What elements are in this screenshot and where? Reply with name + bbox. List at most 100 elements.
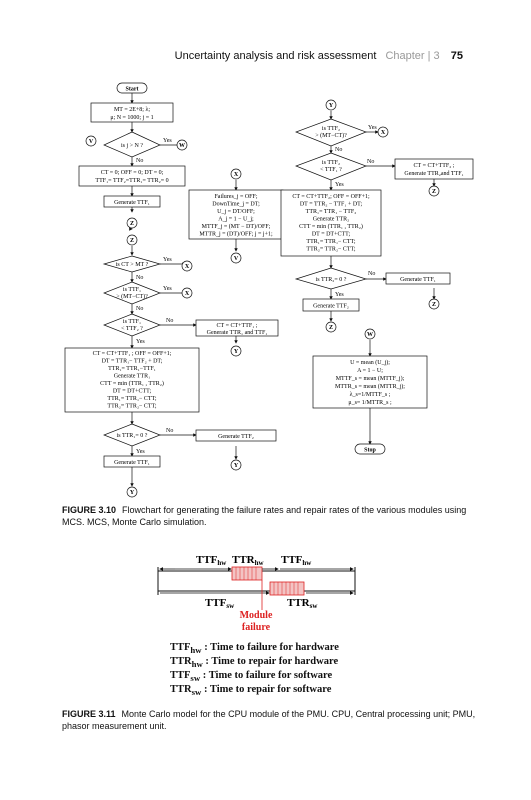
ttf-sw-label: TTFsw	[205, 597, 235, 610]
failure-stats-line: MTTR_j = (DT)/OFF; j = j+1;	[199, 231, 273, 238]
mid-update-l1: CT = CT+TTF₁ ;	[217, 323, 258, 329]
gen-ttf1-bottom-block	[103, 455, 161, 468]
caption-label: FIGURE 3.11	[62, 709, 116, 719]
yes-label: Yes	[335, 182, 344, 188]
module-failure-label: failure	[242, 622, 271, 633]
mid-update-block	[195, 319, 279, 337]
yes-label: Yes	[163, 138, 172, 144]
decision-ttf1-mtct-l2: > (MT−CT)?	[116, 293, 148, 300]
failure-stats-line: U_j = DT/OFF;	[217, 209, 255, 215]
left-update-block	[64, 347, 200, 413]
caption-text: Monte Carlo model for the CPU module of …	[62, 709, 476, 731]
decision-ttf2-mtct	[295, 118, 367, 147]
gen-ttf2-mid-label: Generate TTF₂	[218, 434, 254, 440]
gen-ttf1-block	[103, 195, 161, 208]
connector-x	[377, 126, 389, 138]
decision-ttf1-ttf2	[103, 313, 161, 337]
start-terminal	[116, 82, 148, 94]
init-block	[90, 102, 174, 123]
header-chapter: Chapter | 3	[385, 50, 440, 62]
decision-ct	[102, 255, 162, 273]
connector-w	[364, 328, 376, 340]
failure-stats-line: DownTime_j = DT;	[212, 202, 260, 208]
right-update-line: DT = DT+CTT;	[312, 232, 351, 238]
start-label: Start	[126, 87, 139, 93]
connector-y	[325, 99, 337, 111]
connector-v	[85, 135, 97, 147]
connector-label: X	[381, 130, 386, 136]
yes-label: Yes	[136, 339, 145, 345]
stop-label: Stop	[364, 448, 376, 454]
gen-ttf1-label: Generate TTF₁	[114, 200, 150, 206]
hw-repair-box	[231, 566, 263, 581]
legend-item: TTFhw : Time to failure for hardware	[170, 642, 339, 656]
left-update-line: TTR₂= TTR₂− CTT;	[107, 404, 157, 410]
decision-ttf1-ttf2-l2: < TTF₂ ?	[121, 326, 143, 332]
ttf-hw-label: TTFhw	[196, 554, 227, 567]
legend-item: TTFsw : Time to failure for software	[170, 670, 333, 684]
legend-item: TTRsw : Time to repair for software	[170, 684, 332, 698]
decision-j-label: is j > N ?	[121, 143, 143, 149]
decision-ttf2-mtct-l1: is TTF₂	[322, 126, 340, 132]
yes-label: Yes	[368, 125, 377, 131]
stop-terminal	[354, 443, 386, 455]
ttr-hw-label: TTRhw	[232, 554, 265, 567]
gen-ttf1-right-label: Generate TTF₁	[400, 277, 436, 283]
timeline-diagram: TTFhw TTRhw TTFhw TTFsw TTRsw Module fai…	[157, 554, 356, 633]
connector-z	[428, 185, 440, 197]
right-update-line: TTR₂= TTR₂− CTT;	[306, 247, 356, 253]
connector-y	[230, 345, 242, 357]
connector-label: Z	[432, 189, 436, 195]
gen-ttf2-right-label: Generate TTF₂	[313, 304, 349, 310]
decision-j	[103, 131, 161, 158]
decision-ttf2-ttf1-l1: is TTF₂	[322, 160, 340, 166]
connector-y	[126, 486, 138, 498]
connector-z	[126, 217, 138, 229]
connector-label: X	[185, 291, 190, 297]
caption-text: Flowchart for generating the failure rat…	[62, 505, 467, 527]
ttr-sw-label: TTRsw	[287, 597, 318, 610]
failure-stats-line: A_j = 1 − U_j;	[218, 217, 254, 223]
gen-ttf2-mid-block	[195, 429, 277, 442]
sw-repair-box	[269, 581, 305, 596]
connector-label: Z	[130, 238, 134, 244]
connector-x	[181, 287, 193, 299]
decision-ttf2-ttf1	[295, 152, 367, 181]
decision-ttr1	[103, 423, 161, 447]
connector-label: V	[89, 139, 94, 145]
right-update-small-l1: CT = CT+TTF₂ ;	[414, 163, 455, 169]
init-line-1: MT = 2E+8; λ;	[114, 107, 150, 113]
left-update-line: TTR₁= TTR₁− CTT;	[107, 396, 157, 402]
connector-label: Z	[329, 325, 333, 331]
reset-line-1: CT = 0; OFF = 0; DT = 0;	[101, 170, 164, 176]
yes-label: Yes	[163, 257, 172, 263]
no-label: No	[368, 271, 375, 277]
result-line: MTTF_s = mean (MTTF_j);	[336, 375, 405, 382]
no-label: No	[335, 147, 342, 153]
connector-label: Z	[432, 302, 436, 308]
result-line: μ_s= 1/MTTR_s ;	[348, 400, 392, 406]
right-update-line: DT = TTR₂ − TTF₁ + DT;	[300, 202, 363, 208]
yes-label: Yes	[163, 286, 172, 292]
connector-z	[428, 298, 440, 310]
ttf-hw2-label: TTFhw	[281, 554, 312, 567]
no-label: No	[166, 318, 173, 324]
connector-z	[126, 234, 138, 246]
connector-x	[230, 168, 242, 180]
connector-z	[325, 321, 337, 333]
right-update-line: TTR₁= TTR₁ − TTF₂	[306, 209, 357, 215]
decision-ttr2	[294, 267, 368, 290]
failure-stats-line: MTTF_j = (MT − DT)/OFF;	[202, 223, 271, 230]
right-update-line: Generate TTR₂	[313, 217, 349, 223]
connector-label: W	[179, 143, 185, 149]
no-label: No	[367, 159, 374, 165]
decision-ttf1-ttf2-l1: is TTF₁	[123, 319, 141, 325]
connector-label: Y	[234, 349, 239, 355]
gen-ttf1-bottom-label: Generate TTF₁	[114, 460, 150, 466]
right-update-block	[280, 189, 382, 257]
decision-ttf2-ttf1-l2: < TTF₁ ?	[320, 167, 342, 173]
left-update-line: CT = CT+TTF₁ ; OFF = OFF+1;	[93, 351, 172, 357]
result-block	[312, 355, 428, 409]
result-line: λ_s=1/MTTF_s ;	[350, 392, 391, 398]
